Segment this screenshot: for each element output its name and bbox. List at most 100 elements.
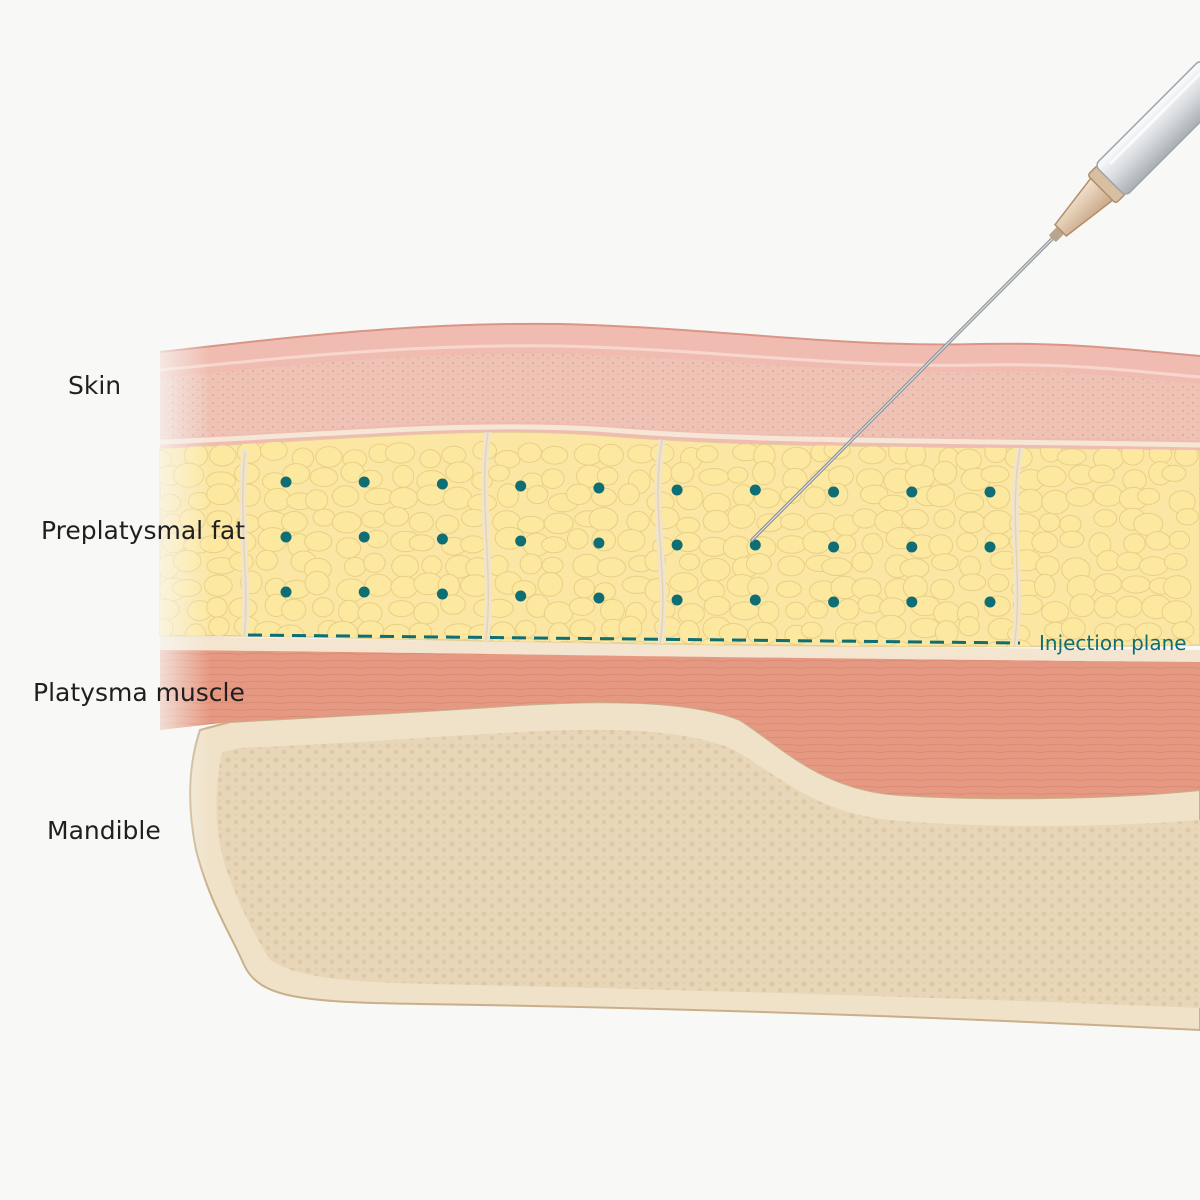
- fat-lobule: [304, 570, 330, 596]
- fat-lobule: [413, 601, 439, 625]
- fat-lobule: [1065, 487, 1094, 507]
- fat-lobule: [517, 515, 545, 534]
- fat-lobule: [419, 449, 442, 469]
- fat-lobule: [958, 573, 987, 592]
- fat-lobule: [676, 485, 704, 511]
- fat-lobule: [526, 485, 549, 505]
- fat-lobule: [746, 553, 772, 575]
- fat-lobule: [1059, 530, 1085, 548]
- fat-lobule: [821, 557, 852, 577]
- fat-lobule: [315, 446, 343, 468]
- fat-lobule: [572, 553, 602, 578]
- fat-lobule: [904, 464, 936, 490]
- fat-lobule: [676, 516, 701, 535]
- fat-lobule: [628, 640, 650, 647]
- fat-lobule: [747, 576, 769, 598]
- injection-point: [436, 478, 448, 490]
- fat-lobule: [541, 468, 565, 490]
- injection-point: [671, 484, 683, 496]
- fat-lobule: [1034, 573, 1056, 599]
- fat-lobule: [343, 556, 367, 577]
- fat-lobule: [957, 644, 987, 647]
- fat-lobule: [670, 461, 695, 484]
- fat-lobule: [541, 445, 569, 465]
- injection-point: [749, 539, 761, 551]
- fat-lobule: [1145, 531, 1171, 551]
- fat-lobule: [597, 443, 624, 467]
- syringe-icon: [750, 60, 1200, 542]
- fat-lobule: [776, 580, 802, 598]
- fat-lobule: [304, 531, 333, 552]
- fat-lobule: [331, 511, 362, 534]
- fat-lobule: [264, 487, 291, 512]
- fat-lobule: [753, 488, 781, 509]
- fat-lobule: [1056, 448, 1087, 466]
- fat-lobule: [312, 508, 336, 527]
- fat-lobule: [569, 619, 596, 639]
- fat-lobule: [807, 600, 829, 619]
- fat-lobule: [1161, 464, 1187, 482]
- skin: [159, 322, 1200, 450]
- fat-lobule: [392, 464, 415, 488]
- fat-lobule: [727, 504, 756, 529]
- fat-lobule: [1041, 642, 1069, 647]
- fat-lobule: [669, 572, 699, 593]
- fat-lobule: [259, 440, 288, 461]
- fat-lobule: [365, 529, 389, 549]
- fat-lobule: [928, 534, 954, 557]
- fat-lobule: [440, 594, 466, 615]
- fat-lobule: [890, 641, 912, 647]
- fat-lobule: [255, 549, 279, 571]
- injection-point: [828, 541, 840, 553]
- fat-lobule: [497, 483, 520, 508]
- fat-lobule: [1060, 617, 1086, 640]
- fat-lobule: [1135, 622, 1162, 641]
- fat-lobule: [955, 448, 982, 471]
- injection-point: [358, 476, 370, 488]
- fat-lobule: [776, 535, 807, 554]
- injection-point: [984, 596, 996, 608]
- injection-point: [280, 476, 292, 488]
- fat-lobule: [537, 571, 564, 597]
- fat-lobule: [679, 553, 700, 571]
- fat-lobule: [363, 552, 386, 573]
- fat-lobule: [803, 486, 827, 509]
- fat-lobule: [390, 575, 418, 599]
- fat-lobule: [360, 510, 386, 529]
- injection-point: [749, 594, 761, 606]
- fat-lobule: [852, 508, 878, 529]
- fat-lobule: [983, 509, 1013, 535]
- fat-lobule: [1041, 489, 1070, 515]
- fat-lobule: [517, 442, 543, 463]
- fat-lobule: [861, 532, 884, 555]
- label-skin: Skin: [68, 371, 122, 400]
- fat-lobule: [617, 483, 640, 506]
- fat-lobule: [357, 602, 383, 624]
- fat-lobule: [331, 485, 360, 508]
- fat-lobule: [875, 614, 907, 640]
- fat-lobule: [281, 598, 307, 621]
- fat-lobule: [543, 601, 574, 626]
- fat-lobule: [785, 601, 807, 620]
- injection-point: [984, 541, 996, 553]
- fat-lobule: [541, 556, 564, 574]
- injection-points-grid: [280, 476, 996, 608]
- fat-lobule: [588, 506, 619, 532]
- fat-lobule: [1145, 638, 1174, 647]
- fat-lobule: [1093, 573, 1123, 595]
- label-mandible: Mandible: [47, 816, 161, 845]
- fat-lobule: [901, 508, 929, 530]
- fat-lobule: [879, 494, 909, 512]
- fat-lobule: [208, 616, 230, 637]
- injection-point: [280, 586, 292, 598]
- fat-lobule: [596, 466, 619, 486]
- fat-lobule: [752, 460, 776, 486]
- fat-lobule: [421, 555, 443, 576]
- fat-lobule: [1093, 509, 1118, 528]
- fat-lobule: [1115, 595, 1143, 618]
- fat-lobule: [312, 597, 335, 618]
- fat-lobule: [596, 557, 627, 578]
- injection-point: [436, 588, 448, 600]
- fat-lobule: [926, 484, 955, 508]
- fat-lobule: [806, 512, 838, 533]
